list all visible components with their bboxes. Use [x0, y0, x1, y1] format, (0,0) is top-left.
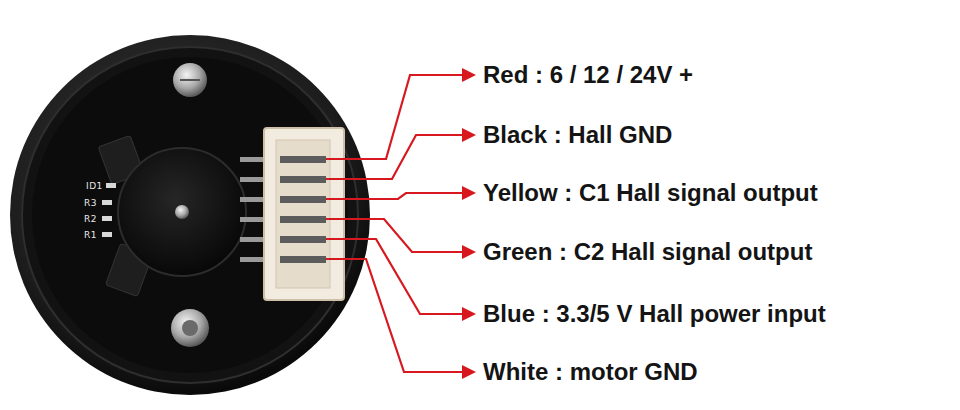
smd-pad	[102, 232, 112, 237]
arrowheads	[462, 68, 476, 379]
connector-pin	[240, 177, 266, 182]
screw-head	[171, 309, 209, 347]
motor-shaft	[175, 205, 189, 219]
connector-slot	[276, 140, 330, 288]
leader-lines	[326, 75, 466, 372]
leader-line	[326, 239, 466, 314]
connector-pins	[240, 157, 266, 262]
connector-pin	[240, 197, 266, 202]
connector-pin	[240, 257, 266, 262]
wire-label: Red : 6 / 12 / 24V +	[483, 62, 693, 88]
arrowhead	[462, 365, 476, 379]
arrowhead	[462, 186, 476, 200]
connector-contacts	[280, 156, 326, 263]
screw-slot	[180, 79, 200, 81]
contact	[280, 236, 326, 243]
wire-label: Blue : 3.3/5 V Hall power input	[483, 301, 826, 327]
screw-recess	[182, 320, 198, 336]
contact	[280, 176, 326, 183]
magnet-disc	[118, 148, 246, 276]
leader-line	[326, 259, 466, 372]
contact	[280, 156, 326, 163]
wire-label: White : motor GND	[483, 359, 698, 385]
smd-pad	[102, 200, 112, 205]
silkscreen-text: R1	[84, 231, 97, 240]
silkscreen-text: R2	[84, 215, 97, 224]
arrowhead	[462, 128, 476, 142]
connector-pin	[240, 157, 266, 162]
arrowhead	[462, 307, 476, 321]
arrowhead	[462, 68, 476, 82]
contact	[280, 216, 326, 223]
silkscreen-text: ID1	[86, 182, 103, 191]
wire-label: Black : Hall GND	[483, 122, 672, 148]
wire-label: Yellow : C1 Hall signal output	[483, 180, 818, 206]
encoder-pcb	[32, 57, 348, 373]
connector-pin	[240, 237, 266, 242]
leader-line	[326, 135, 466, 179]
connector-pin	[240, 217, 266, 222]
arrowhead	[462, 245, 476, 259]
contact	[280, 256, 326, 263]
housing-rim	[22, 47, 358, 383]
leader-line	[326, 219, 466, 252]
smd-pad	[102, 216, 112, 221]
motor-housing	[10, 35, 370, 395]
contact	[280, 196, 326, 203]
wire-label: Green : C2 Hall signal output	[483, 239, 812, 265]
silkscreen-text: R3	[84, 199, 97, 208]
screw-head	[173, 63, 207, 97]
connector-housing	[264, 128, 344, 300]
smd-pad	[106, 183, 116, 188]
leader-line	[326, 193, 466, 199]
leader-line	[326, 75, 466, 159]
